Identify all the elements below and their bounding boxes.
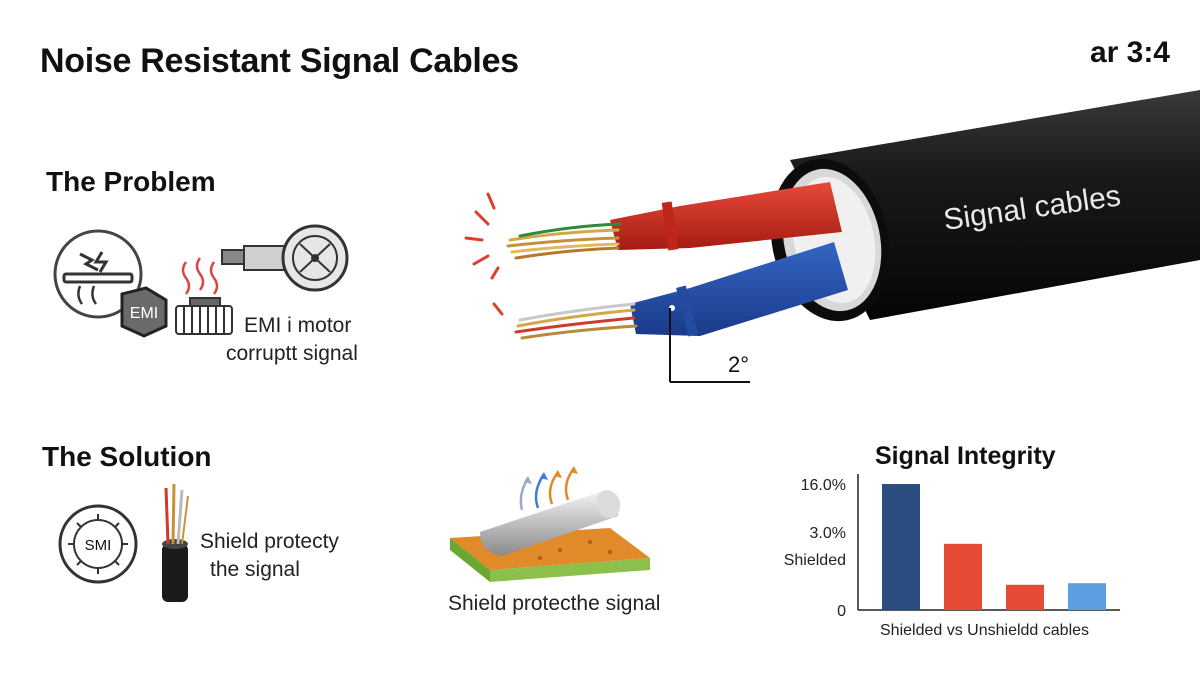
solution-heading: The Solution [42, 441, 212, 472]
blue-wire-strands [514, 302, 638, 340]
spark-icon [464, 192, 504, 316]
shielded-cable-icon [162, 483, 189, 602]
shield-plate-icon [450, 466, 650, 582]
cable-illustration: Signal cables 2° [464, 90, 1200, 383]
shield-caption: Shield protecthe signal [448, 592, 661, 615]
chart-bar [882, 484, 920, 610]
red-conductor [610, 182, 842, 251]
y-tick-label: 16.0% [801, 477, 846, 494]
y-tick-label: Shielded [784, 552, 846, 569]
motor-icon [221, 224, 349, 292]
coil-block-icon [175, 297, 233, 335]
page-title: Noise Resistant Signal Cables [40, 42, 519, 80]
chart-bar [944, 543, 982, 610]
problem-caption-line1: EMI i motor [244, 314, 352, 337]
signal-integrity-chart: 16.0% 3.0% Shielded 0 [784, 474, 1120, 620]
y-tick-label: 0 [837, 603, 846, 620]
problem-caption-line2: corruptt signal [226, 342, 358, 365]
smi-gear-icon: SMI [58, 504, 138, 584]
chart-bar [1006, 584, 1044, 610]
emi-lightning-icon: EMI [53, 229, 168, 338]
solution-caption-line1: Shield protecty [200, 530, 339, 553]
aspect-ratio-label: ar 3:4 [1089, 36, 1170, 69]
chart-bar [1068, 583, 1106, 610]
solution-illustration: SMI [58, 483, 189, 602]
angle-label: 2° [728, 352, 749, 377]
blue-conductor [630, 242, 848, 337]
red-wire-strands [506, 222, 622, 260]
angle-callout [669, 308, 750, 383]
solution-caption-line2: the signal [210, 558, 300, 581]
problem-heading: The Problem [46, 166, 216, 197]
emi-badge-text: EMI [130, 305, 158, 322]
problem-illustration: EMI [53, 224, 349, 338]
y-tick-label: 3.0% [810, 525, 846, 542]
chart-title: Signal Integrity [875, 442, 1056, 470]
chart-x-label: Shielded vs Unshieldd cables [880, 622, 1090, 639]
heat-waves-icon [181, 257, 219, 295]
smi-badge-text: SMI [85, 537, 112, 554]
